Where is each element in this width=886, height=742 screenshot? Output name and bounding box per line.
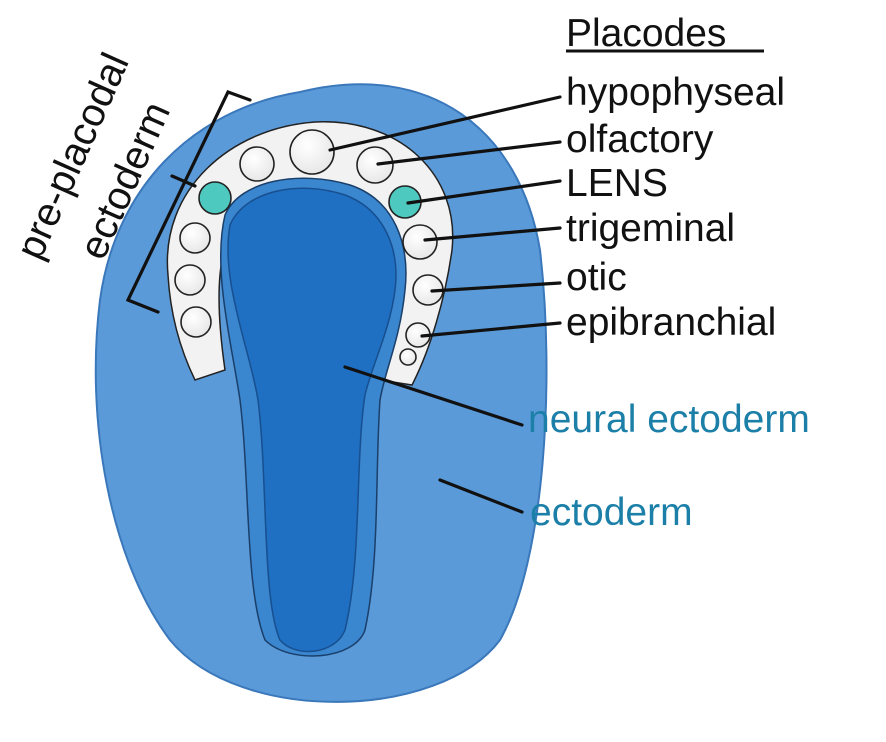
label-ectoderm: ectoderm: [530, 491, 693, 534]
leader-lens: [406, 179, 562, 205]
placodes-heading: Placodes: [566, 12, 726, 55]
placode-lens: [198, 181, 232, 215]
leader-trigeminal: [423, 226, 562, 242]
placode-trigeminal: [402, 224, 438, 260]
placode-circle: [179, 222, 211, 254]
leader-hypophyseal: [328, 95, 562, 152]
pre-placodal-bracket: [125, 90, 252, 314]
label-hypophyseal: hypophyseal: [566, 71, 785, 114]
label-neural-ectoderm: neural ectoderm: [528, 398, 810, 441]
label-otic: otic: [566, 256, 627, 299]
leader-otic: [430, 281, 562, 293]
placode-circle: [180, 306, 212, 338]
leader-ectoderm: [438, 478, 524, 514]
placode-circle: [174, 264, 206, 296]
placodes-group: [174, 129, 444, 366]
leader-epibranchial: [420, 321, 562, 338]
placode-circle: [239, 146, 275, 182]
placode-circle: [399, 348, 417, 366]
leader-olfactory: [376, 140, 562, 166]
pre-placodal-bracket-tick: [170, 174, 197, 188]
neural-ectoderm-region: [227, 187, 397, 653]
label-trigeminal: trigeminal: [566, 207, 735, 250]
label-lens: LENS: [566, 162, 668, 205]
placode-hypophyseal: [289, 129, 335, 175]
label-epibranchial: epibranchial: [566, 301, 776, 344]
placode-olfactory: [356, 146, 394, 184]
label-olfactory: olfactory: [566, 118, 714, 161]
leader-neural-ectoderm: [343, 365, 524, 427]
